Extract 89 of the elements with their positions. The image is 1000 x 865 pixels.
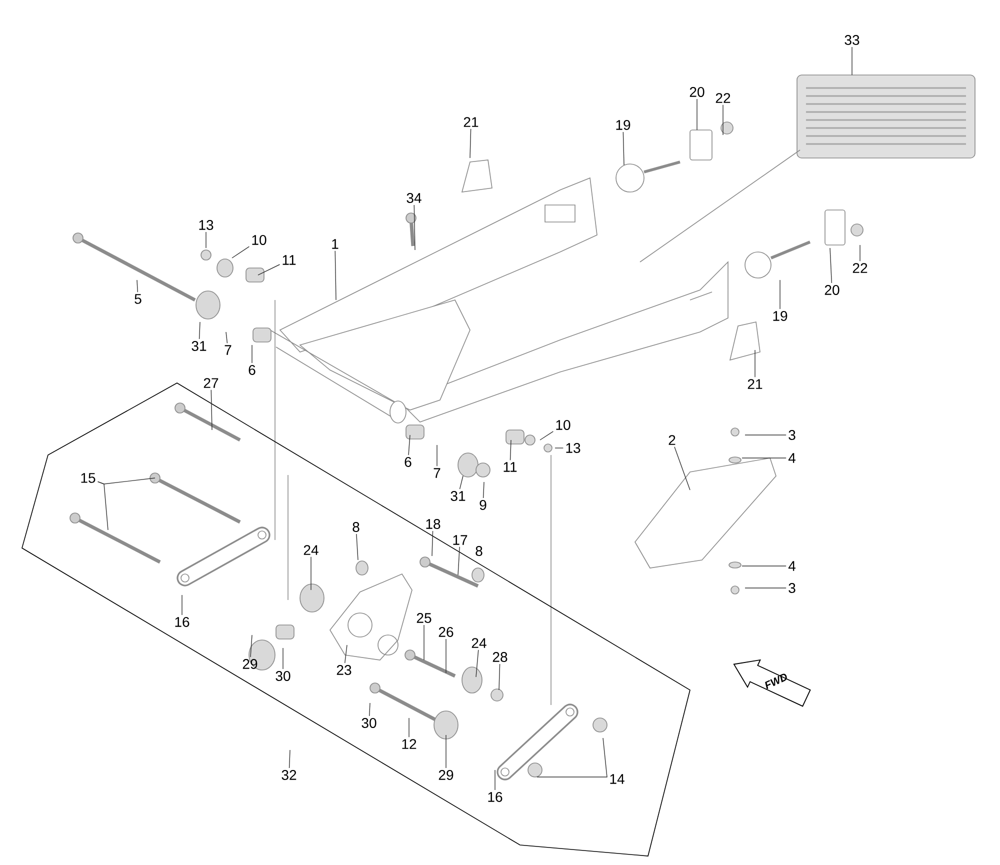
leader-line	[459, 476, 464, 490]
callout-number: 21	[464, 117, 478, 127]
callout-number: 23	[336, 665, 352, 675]
callout-number: 1	[332, 239, 338, 249]
callout-number: 30	[362, 718, 376, 728]
callout-number: 4	[788, 561, 796, 571]
leader-line	[696, 98, 698, 130]
leader-line	[97, 481, 108, 530]
leader-line	[310, 556, 312, 590]
leader-line	[226, 332, 228, 344]
callout-number: 24	[304, 545, 318, 555]
callout-number: 20	[690, 87, 704, 97]
leader-line	[334, 250, 336, 300]
callout-number: 17	[453, 535, 468, 545]
leader-line	[432, 530, 434, 556]
leader-line	[136, 280, 138, 292]
leader-line	[482, 482, 484, 498]
leader-line	[510, 440, 512, 461]
callout-number: 34	[406, 193, 422, 203]
leader-line	[458, 546, 460, 576]
callout-number: 3	[788, 430, 796, 440]
leader-line	[540, 431, 554, 440]
leader-line	[622, 132, 624, 166]
callout-number: 10	[556, 420, 570, 430]
leader-line	[198, 322, 200, 340]
leader-line	[232, 246, 250, 258]
leader-line	[369, 702, 370, 716]
leader-line	[258, 264, 280, 276]
leader-line	[476, 650, 479, 678]
callout-number: 28	[492, 652, 508, 662]
leader-line	[470, 128, 472, 158]
callout-number: 13	[199, 220, 214, 230]
leader-line	[754, 350, 756, 378]
callout-number: 11	[504, 462, 517, 472]
callout-number: 7	[434, 468, 440, 478]
leader-line	[744, 434, 786, 436]
callout-number: 33	[844, 35, 860, 45]
callout-number: 13	[566, 443, 580, 453]
callout-number: 29	[438, 770, 454, 780]
callout-number: 18	[426, 519, 440, 529]
callout-number: 12	[402, 739, 416, 749]
callout-number: 5	[134, 294, 142, 304]
leader-line	[344, 644, 348, 664]
leader-line	[722, 104, 724, 136]
callout-number: 7	[224, 345, 232, 355]
leader-line	[498, 664, 500, 690]
leader-line	[602, 738, 608, 778]
callout-number: 2	[668, 435, 676, 445]
callout-number: 4	[788, 453, 796, 463]
callout-number: 32	[282, 770, 296, 780]
callout-number: 16	[175, 617, 190, 627]
leader-line	[414, 204, 416, 250]
leader-line	[210, 390, 212, 430]
callout-number: 21	[748, 379, 762, 389]
callout-number: 25	[416, 613, 432, 623]
leader-line	[674, 446, 690, 490]
callout-number: 15	[81, 473, 96, 483]
callout-number: 8	[352, 522, 360, 532]
leader-line	[494, 770, 496, 790]
callout-number: 9	[480, 500, 486, 510]
leader-line	[250, 634, 252, 658]
callout-number: 29	[242, 659, 258, 669]
leader-line	[830, 248, 832, 284]
callout-number: 20	[824, 285, 840, 295]
callout-number: 6	[404, 457, 412, 467]
callout-number: 14	[610, 774, 624, 784]
callout-number: 19	[773, 311, 788, 321]
leader-line	[536, 776, 608, 778]
leader-line	[288, 750, 290, 768]
callout-number: 6	[248, 365, 256, 375]
callout-number: 30	[276, 671, 290, 681]
callout-number: 19	[616, 120, 630, 130]
callout-number: 22	[716, 93, 730, 103]
callout-number: 10	[252, 235, 266, 245]
leader-line	[436, 444, 438, 467]
callout-number: 8	[476, 546, 482, 556]
leader-line	[282, 648, 284, 670]
callout-number: 16	[488, 792, 502, 802]
callout-number: 22	[852, 263, 868, 273]
leader-line	[408, 434, 410, 456]
callout-number: 11	[282, 255, 296, 265]
callout-number: 24	[472, 638, 486, 648]
callout-number: 31	[192, 341, 206, 351]
callout-number: 26	[438, 627, 454, 637]
leader-line	[408, 718, 410, 738]
callout-number: 31	[450, 491, 466, 501]
callout-number: 3	[788, 583, 796, 593]
callout-number: 27	[204, 378, 218, 388]
leader-line	[356, 534, 358, 560]
